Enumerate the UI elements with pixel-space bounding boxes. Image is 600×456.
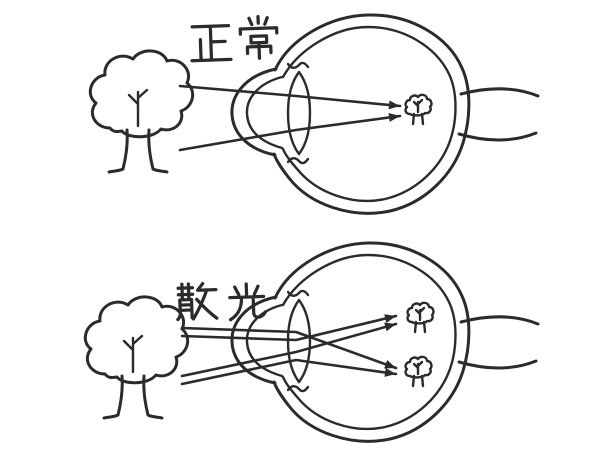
glyph-guang (228, 282, 268, 322)
mini-tree-trunk (411, 374, 425, 388)
cornea-inner (245, 303, 284, 378)
ray-b (180, 314, 398, 342)
cornea-outer (230, 67, 278, 157)
ray-c (180, 322, 398, 378)
eyeball-inner-wall (281, 253, 457, 431)
ciliary-squiggle-bottom (286, 385, 310, 393)
glyph-zheng (190, 23, 233, 63)
panel-normal-eye: 正常 (88, 13, 540, 215)
mini-tree-branches (414, 306, 426, 322)
retina-image-tree (404, 93, 433, 126)
ciliary-squiggle-top (286, 289, 310, 297)
arrowhead-d (384, 368, 396, 377)
glyph-chang (238, 15, 279, 60)
glyph-san (176, 281, 219, 322)
cornea-outer (230, 295, 278, 385)
ciliary-squiggle-bottom (286, 157, 310, 165)
light-rays (180, 314, 398, 386)
optic-nerve (457, 315, 540, 370)
tree-foliage (83, 295, 190, 385)
lens (286, 298, 312, 384)
astigmatism-eye-drawing (83, 241, 540, 443)
mini-tree-trunk (411, 112, 425, 126)
label-normal-glyphs (190, 15, 279, 63)
mini-tree-trunk (413, 320, 427, 334)
retina-image-tree-lower (404, 355, 433, 388)
tree-trunk (107, 128, 169, 174)
light-rays (178, 84, 402, 152)
ray-d (180, 358, 398, 386)
optic-nerve (457, 87, 540, 142)
eyeball-outer-wall (272, 241, 471, 443)
label-astigmatism-glyphs (176, 281, 268, 322)
tree-branches (127, 88, 149, 128)
tree-foliage (88, 49, 195, 139)
mini-tree-foliage (406, 301, 435, 325)
arrowhead-c (384, 322, 396, 332)
arrowhead-a (384, 360, 396, 369)
ray-bottom (178, 114, 402, 152)
ray-a (180, 326, 398, 370)
eyeball-outer-wall (272, 13, 471, 215)
mini-tree-foliage (404, 93, 433, 117)
tree-drawing (88, 49, 195, 174)
retina-image-tree-upper (406, 301, 435, 334)
mini-tree-branches (412, 98, 424, 114)
eye-drawing (230, 13, 540, 215)
tree-branches (122, 334, 144, 374)
eye-drawing (230, 241, 540, 443)
ray-top (178, 84, 402, 108)
eyeball-inner-wall (281, 25, 457, 203)
lens (286, 70, 312, 156)
mini-tree-branches (412, 360, 424, 376)
panel-astigmatism-eye: 散光 (0, 228, 600, 456)
arrowhead-bottom (388, 113, 400, 122)
tree-trunk (102, 374, 164, 420)
tree-drawing (83, 295, 190, 420)
arrowhead-top (388, 100, 400, 110)
normal-eye-drawing (88, 13, 540, 215)
arrowhead-b (384, 314, 396, 323)
cornea-inner (245, 75, 284, 150)
ciliary-squiggle-top (286, 61, 310, 69)
mini-tree-foliage (404, 355, 433, 379)
